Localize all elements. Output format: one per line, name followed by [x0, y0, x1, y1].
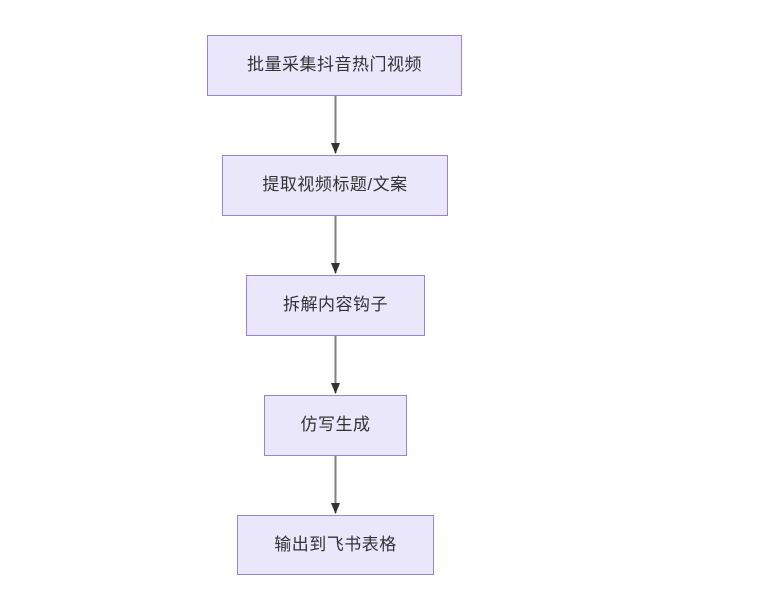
flowchart-node-4-label: 仿写生成 [300, 415, 371, 435]
flowchart-node-4[interactable]: 仿写生成 [264, 395, 407, 456]
flowchart-node-1-label: 批量采集抖音热门视频 [247, 55, 422, 75]
flowchart-node-5[interactable]: 输出到飞书表格 [237, 515, 434, 575]
flowchart-node-3-label: 拆解内容钩子 [283, 295, 388, 315]
flowchart-node-3[interactable]: 拆解内容钩子 [246, 275, 425, 336]
flowchart-node-1[interactable]: 批量采集抖音热门视频 [207, 35, 462, 96]
flowchart-node-2-label: 提取视频标题/文案 [262, 175, 408, 195]
flowchart-node-5-label: 输出到飞书表格 [274, 534, 397, 554]
flowchart-node-2[interactable]: 提取视频标题/文案 [222, 155, 448, 216]
